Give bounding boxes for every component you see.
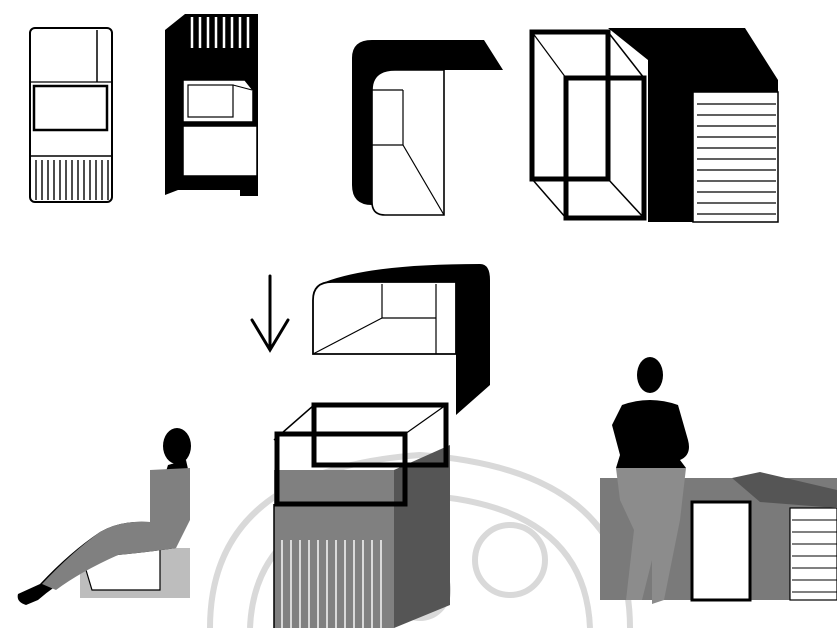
seated-user xyxy=(18,428,191,605)
assembly-seat xyxy=(313,264,490,415)
arrow-down-icon xyxy=(252,276,288,350)
assembly-frame xyxy=(274,405,450,628)
frame-cabinet xyxy=(532,28,778,222)
top-view-module xyxy=(30,28,112,202)
l-shaped-seat xyxy=(352,40,503,215)
standing-user xyxy=(600,357,837,604)
bookshelf-module xyxy=(165,14,258,196)
